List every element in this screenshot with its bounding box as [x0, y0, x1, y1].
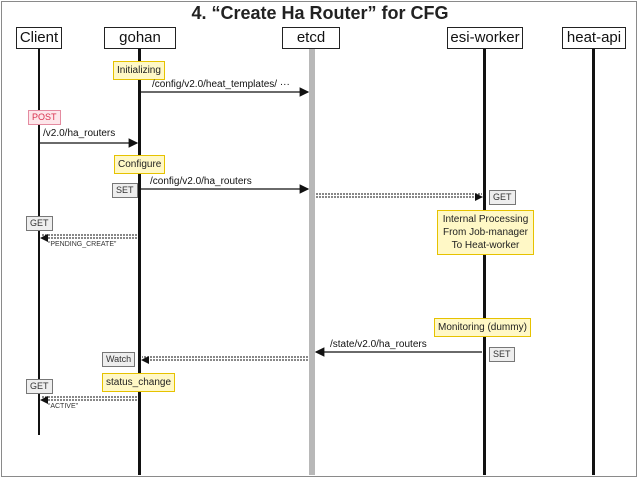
tag-get-client-1: GET	[26, 216, 53, 231]
participant-gohan: gohan	[104, 27, 176, 49]
note-configure: Configure	[114, 155, 166, 174]
diagram-title: 4. “Create Ha Router” for CFG	[191, 3, 449, 23]
tag-watch: Watch	[102, 352, 136, 367]
note-line: From Job-manager	[442, 227, 529, 238]
participant-heat-api: heat-api	[562, 27, 626, 49]
note-monitoring: Monitoring (dummy)	[434, 318, 531, 337]
tag-set-gohan: SET	[112, 183, 138, 198]
note-line: To Heat-worker	[451, 240, 520, 251]
lifeline-heat-api	[592, 49, 595, 475]
note-line: Internal Processing	[442, 214, 529, 225]
label-state-ha-routers: /state/v2.0/ha_routers	[330, 339, 427, 350]
lifeline-client	[38, 49, 40, 435]
participant-etcd: etcd	[282, 27, 340, 49]
participant-esi-worker: esi-worker	[447, 27, 523, 49]
participant-client: Client	[16, 27, 62, 49]
note-initializing: Initializing	[113, 61, 165, 80]
note-status-change: status_change	[102, 373, 176, 392]
lifeline-gohan	[138, 49, 141, 475]
label-heat-templates: /config/v2.0/heat_templates/ ···	[152, 79, 290, 90]
lifeline-etcd	[309, 49, 315, 475]
label-active: “ACTIVE”	[48, 403, 78, 410]
label-v2-ha-routers: /v2.0/ha_routers	[43, 128, 116, 139]
tag-get-client-2: GET	[26, 379, 53, 394]
tag-post: POST	[28, 110, 61, 125]
label-config-ha-routers: /config/v2.0/ha_routers	[150, 176, 252, 187]
note-internal-processing: Internal Processing From Job-manager To …	[437, 210, 534, 255]
tag-get-esi: GET	[489, 190, 516, 205]
tag-set-esi: SET	[489, 347, 515, 362]
lifeline-esi-worker	[483, 49, 486, 475]
label-pending-create: “PENDING_CREATE”	[48, 241, 117, 248]
